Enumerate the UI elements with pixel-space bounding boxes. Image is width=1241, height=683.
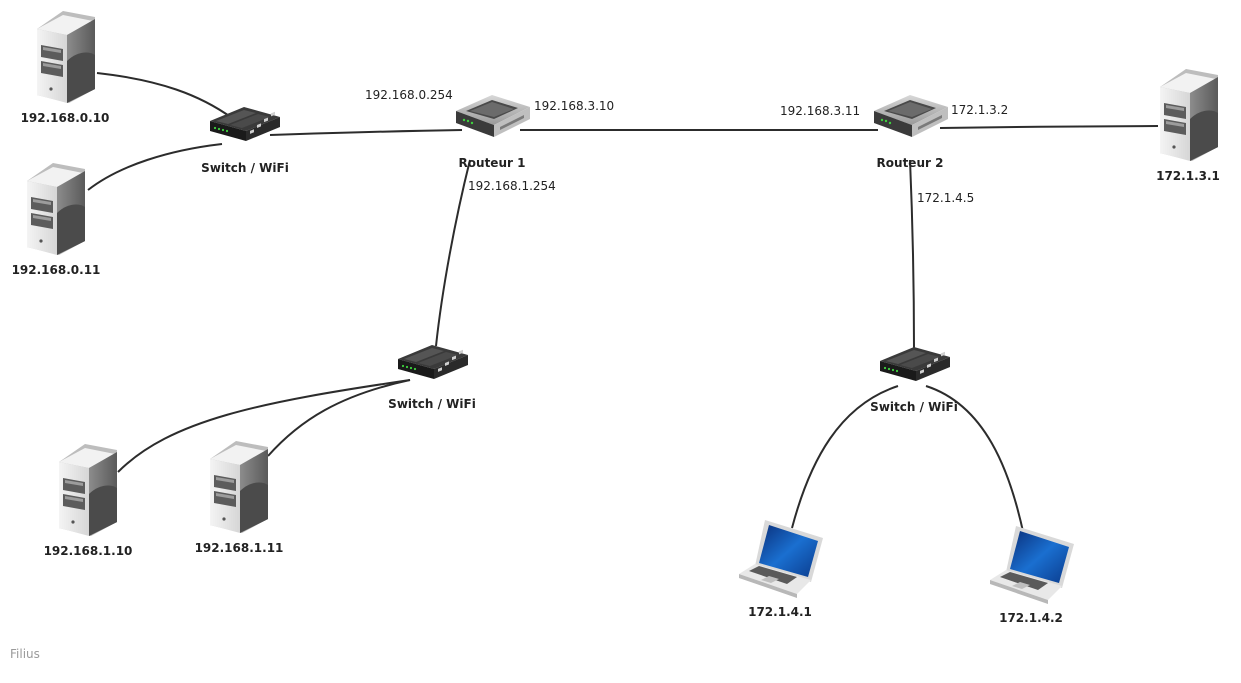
link-server-a-switch-a [96,72,233,119]
switch-icon[interactable] [398,345,468,379]
node-label-switch-c: Switch / WiFi [870,400,958,414]
link-router-2-switch-c [909,159,915,351]
link-switch-a-router-1 [269,129,463,136]
node-label-server-b: 192.168.0.11 [12,263,101,277]
server-icon[interactable] [210,441,268,533]
node-label-server-d: 192.168.1.10 [44,544,133,558]
server-icon[interactable] [59,444,117,536]
link-switch-b-server-e [267,379,411,457]
laptop-icon[interactable] [739,520,823,598]
node-label-server-a: 192.168.0.10 [21,111,110,125]
router-icon[interactable] [874,95,948,137]
links [87,72,1159,537]
interface-label-r2-wan: 192.168.3.11 [780,104,860,118]
node-label-laptop-a: 172.1.4.1 [748,605,812,619]
link-router-1-switch-b [435,159,471,347]
interface-label-r1-lan0: 192.168.0.254 [365,88,453,102]
server-icon[interactable] [37,11,95,103]
node-label-router-2: Routeur 2 [877,156,944,170]
node-label-server-c: 172.1.3.1 [1156,169,1220,183]
interface-label-r1-wan: 192.168.3.10 [534,99,614,113]
interface-label-r2-net3: 172.1.3.2 [951,103,1008,117]
router-icon[interactable] [456,95,530,137]
link-router-2-server-c [939,125,1159,129]
link-switch-b-server-d [117,379,411,473]
link-server-b-switch-a [87,143,223,191]
node-label-laptop-b: 172.1.4.2 [999,611,1063,625]
switch-icon[interactable] [880,347,950,381]
node-label-server-e: 192.168.1.11 [195,541,284,555]
interface-label-r1-lan1: 192.168.1.254 [468,179,556,193]
switch-icon[interactable] [210,107,280,141]
link-switch-c-laptop-a [791,385,899,529]
node-label-router-1: Routeur 1 [459,156,526,170]
node-label-switch-b: Switch / WiFi [388,397,476,411]
app-watermark: Filius [10,647,40,661]
link-switch-c-laptop-b [925,385,1025,537]
interface-label-r2-net4: 172.1.4.5 [917,191,974,205]
laptop-icon[interactable] [990,526,1074,604]
node-label-switch-a: Switch / WiFi [201,161,289,175]
server-icon[interactable] [27,163,85,255]
server-icon[interactable] [1160,69,1218,161]
